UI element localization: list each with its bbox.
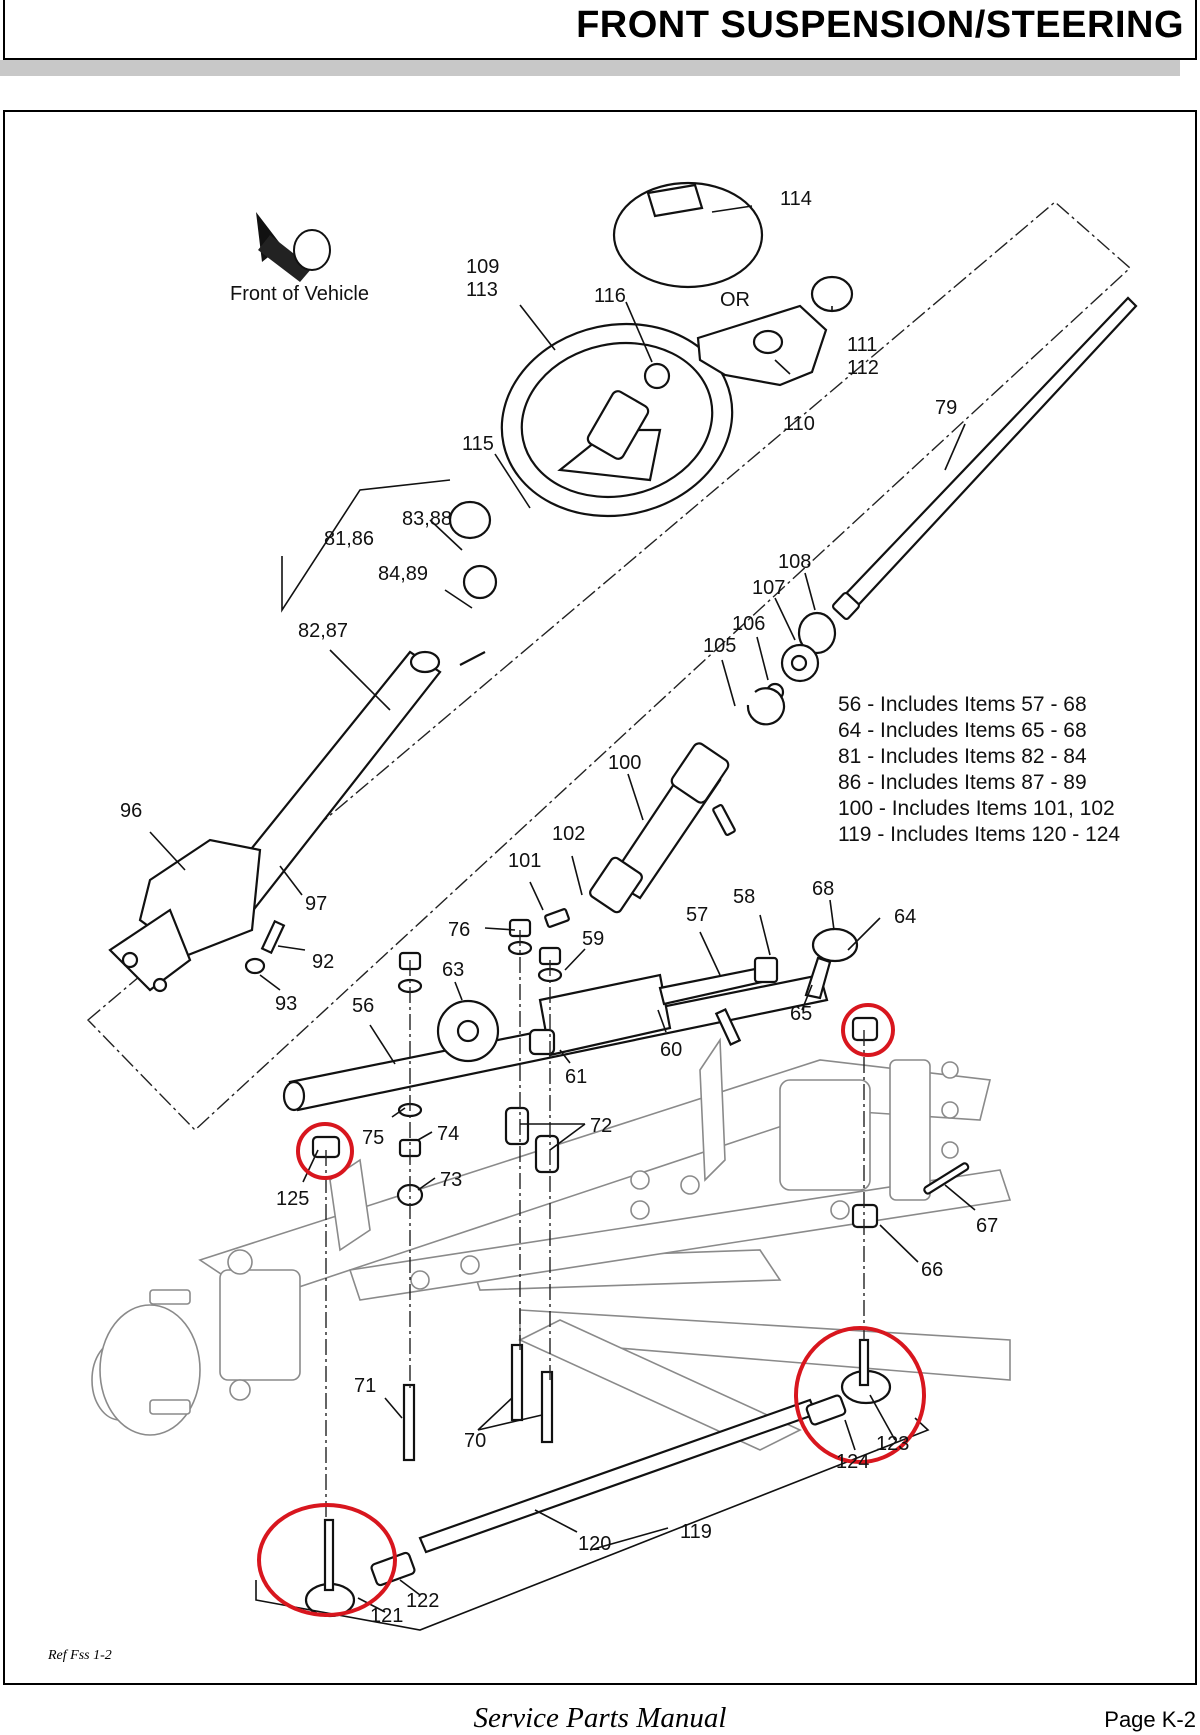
- include-note: 119 - Includes Items 120 - 124: [838, 823, 1120, 846]
- steering-column-tube-82: [108, 650, 442, 993]
- callout-109: 109: [466, 256, 499, 278]
- callout-108: 108: [778, 551, 811, 573]
- callout-114: 114: [780, 188, 812, 210]
- center-cover-110: [696, 304, 828, 387]
- callout-107: 107: [752, 577, 785, 599]
- callout-79: 79: [935, 397, 957, 419]
- include-note: 81 - Includes Items 82 - 84: [838, 745, 1087, 768]
- highlight-circles: [257, 1003, 926, 1617]
- includes-notes: 56 - Includes Items 57 - 68 64 - Includes…: [838, 693, 1120, 846]
- callout-122: 122: [406, 1590, 439, 1612]
- callout-60: 60: [660, 1039, 682, 1061]
- callout-81-86: 81,86: [324, 528, 374, 550]
- callout-96: 96: [120, 800, 142, 822]
- callout-93: 93: [275, 993, 297, 1015]
- include-note: 64 - Includes Items 65 - 68: [838, 719, 1087, 742]
- callout-92: 92: [312, 951, 334, 973]
- callout-123: 123: [876, 1433, 909, 1455]
- callout-105: 105: [703, 635, 736, 657]
- callout-112: 112: [847, 357, 879, 379]
- header-box: [3, 0, 1197, 60]
- callout-65: 65: [790, 1003, 812, 1025]
- front-of-vehicle-label: Front of Vehicle: [230, 283, 369, 305]
- steering-wheel-109: [500, 322, 734, 518]
- column-parts: [746, 611, 837, 726]
- callout-or: OR: [720, 289, 750, 311]
- callout-76: 76: [448, 919, 470, 941]
- callout-100: 100: [608, 752, 641, 774]
- callout-66: 66: [921, 1259, 943, 1281]
- callout-71: 71: [354, 1375, 376, 1397]
- callout-75: 75: [362, 1127, 384, 1149]
- callout-97: 97: [305, 893, 327, 915]
- front-of-vehicle-arrow-icon: [256, 212, 331, 282]
- callout-113: 113: [466, 279, 498, 301]
- callout-119: 119: [680, 1521, 712, 1543]
- manual-title: Service Parts Manual: [473, 1702, 727, 1734]
- callout-115: 115: [462, 433, 494, 455]
- page-title: FRONT SUSPENSION/STEERING: [576, 4, 1184, 46]
- callout-64: 64: [894, 906, 916, 928]
- callout-82-87: 82,87: [298, 620, 348, 642]
- steering-group-boundary: [86, 201, 1132, 1131]
- callout-124: 124: [836, 1451, 869, 1473]
- callout-59: 59: [582, 928, 604, 950]
- callout-120: 120: [578, 1533, 611, 1555]
- callout-72: 72: [590, 1115, 612, 1137]
- callout-111: 111: [847, 334, 877, 356]
- callout-73: 73: [440, 1169, 462, 1191]
- column-bushings: [448, 500, 498, 666]
- assembly-center-lines: [325, 930, 865, 1520]
- callout-58: 58: [733, 886, 755, 908]
- callout-116: 116: [594, 285, 626, 307]
- callout-125: 125: [276, 1188, 309, 1210]
- page-number: Page K-2: [1104, 1707, 1196, 1732]
- steering-gear-56: [282, 927, 859, 1112]
- callout-61: 61: [565, 1066, 587, 1088]
- include-note: 86 - Includes Items 87 - 89: [838, 771, 1087, 794]
- include-note: 100 - Includes Items 101, 102: [838, 797, 1115, 820]
- header-shadow-bar: [0, 60, 1180, 76]
- callout-84-89: 84,89: [378, 563, 428, 585]
- callout-67: 67: [976, 1215, 998, 1237]
- reference-code: Ref Fss 1-2: [48, 1648, 112, 1663]
- callout-57: 57: [686, 904, 708, 926]
- callout-63: 63: [442, 959, 464, 981]
- callout-70: 70: [464, 1430, 486, 1452]
- callout-68: 68: [812, 878, 834, 900]
- callout-leader-lines: [149, 205, 976, 1631]
- u-joint-100: [589, 742, 736, 914]
- callout-74: 74: [437, 1123, 459, 1145]
- callout-110: 110: [783, 413, 815, 435]
- callout-106: 106: [732, 613, 765, 635]
- include-note: 56 - Includes Items 57 - 68: [838, 693, 1087, 716]
- callout-102: 102: [552, 823, 585, 845]
- horn-cap-114: [612, 181, 764, 289]
- callout-101: 101: [508, 850, 541, 872]
- callout-121: 121: [370, 1605, 403, 1627]
- steering-shaft-79: [832, 296, 1138, 620]
- callout-83-88: 83,88: [402, 508, 452, 530]
- emblem-111: [810, 275, 854, 313]
- diagram-frame: [3, 110, 1197, 1685]
- callout-56: 56: [352, 995, 374, 1017]
